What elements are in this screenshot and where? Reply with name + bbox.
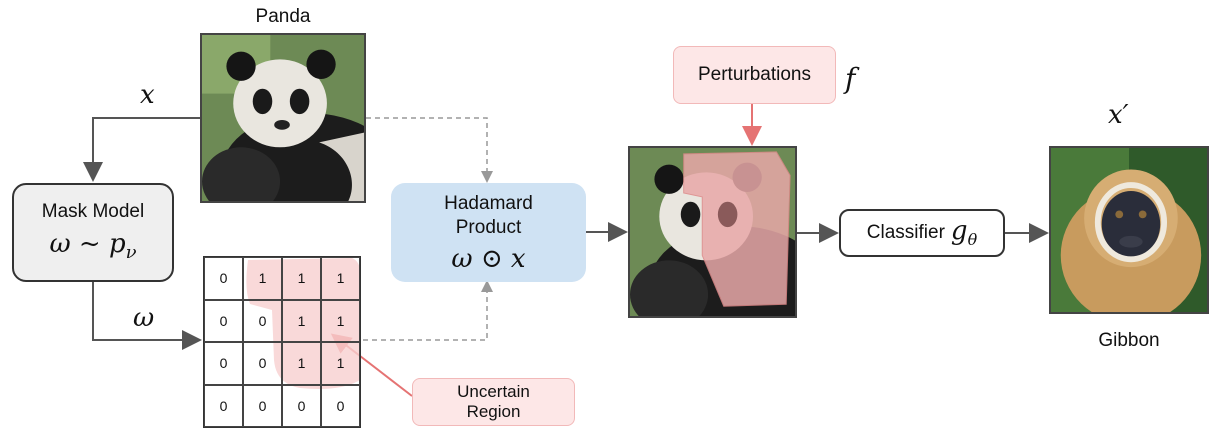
mask-cell: 0 [204,257,243,300]
perturbations-box: Perturbations [673,46,836,104]
mask-cell: 0 [321,384,360,427]
mask-cell: 1 [282,299,321,342]
mask-cell: 0 [204,299,243,342]
perturbed-image [628,146,797,318]
arrow-x-to-mask [83,117,200,182]
arrow-mask-to-grid [92,282,202,350]
gibbon-title: Gibbon [1098,330,1160,351]
mask-cell: 1 [321,342,360,385]
classifier-label: Classifier [866,222,945,243]
mask-cell: 0 [243,299,282,342]
mask-cell: 0 [204,384,243,427]
mask-cell: 0 [204,342,243,385]
mask-cell: 0 [243,384,282,427]
mask-cell: 1 [282,342,321,385]
gibbon-image [1049,146,1209,314]
uncertain-region-box: Uncertain Region [412,378,575,426]
mask-cell: 1 [321,299,360,342]
mask-model-box: Mask Model ω ~ pν [12,183,174,282]
x-label: x [140,80,155,110]
mask-cell: 0 [243,342,282,385]
hadamard-label-1: Hadamard [444,192,533,214]
dashed-panda-to-hadamard [366,117,493,183]
classifier-box: Classifier gθ [839,209,1005,257]
mask-cell: 1 [282,257,321,300]
mask-cell: 1 [321,257,360,300]
dashed-grid-to-hadamard [363,280,493,341]
mask-model-label: Mask Model [41,201,145,223]
panda-image [200,33,366,203]
hadamard-product-box: Hadamard Product ω ⊙ x [391,183,586,282]
x-prime-label: x′ [1108,100,1129,130]
panda-title: Panda [255,6,311,27]
mask-model-formula: ω ~ pν [49,229,137,264]
mask-cell: 0 [282,384,321,427]
mask-cell: 1 [243,257,282,300]
uncertain-label-2: Region [466,402,521,421]
classifier-symbol: gθ [950,216,978,250]
uncertain-label-1: Uncertain [457,382,530,401]
perturbations-label: Perturbations [697,64,811,85]
f-label: f [845,62,856,95]
omega-label: ω [133,303,155,333]
hadamard-formula: ω ⊙ x [451,243,526,274]
hadamard-label-2: Product [455,216,522,238]
